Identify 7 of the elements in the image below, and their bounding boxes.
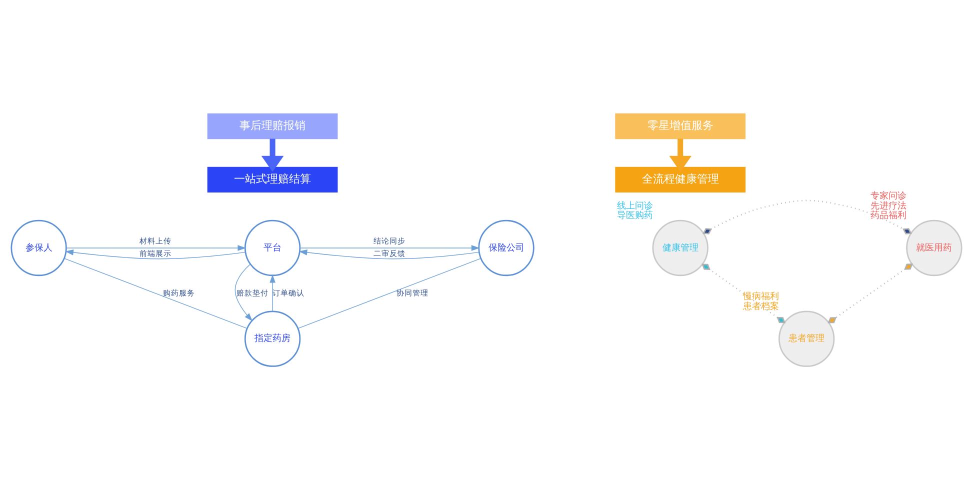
node-label: 药品福利 xyxy=(870,210,907,221)
node-label: 导医购药 xyxy=(616,210,653,221)
node-label: 患者档案 xyxy=(743,301,780,312)
node-label: 先进疗法 xyxy=(870,200,907,211)
node-label: 线上问诊 xyxy=(616,200,653,211)
node-label: 专家问诊 xyxy=(870,191,907,202)
node-label: 慢病福利 xyxy=(743,292,780,302)
